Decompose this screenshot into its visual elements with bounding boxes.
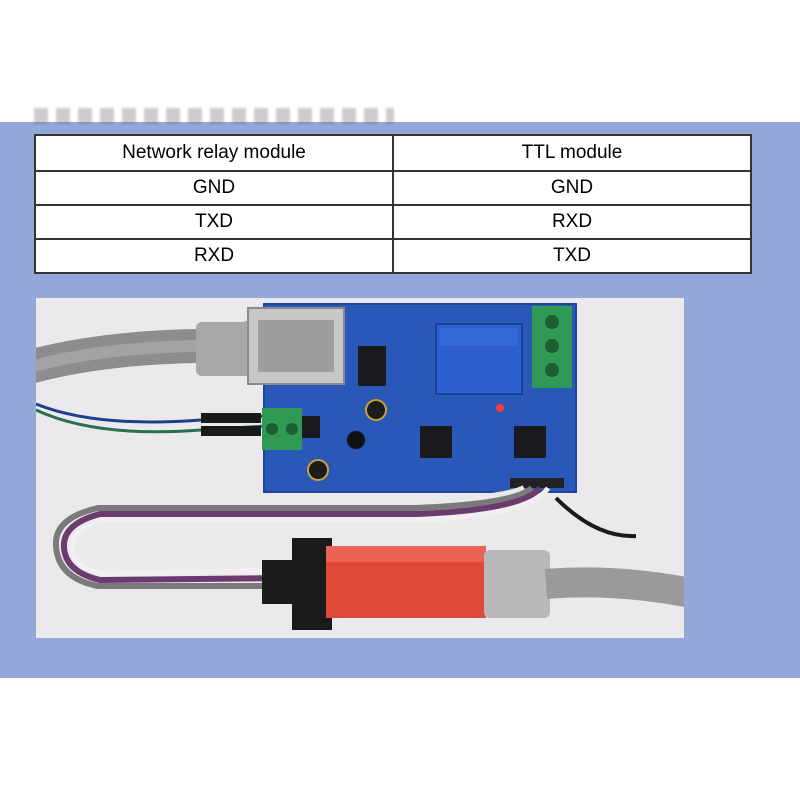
relay-board-photo <box>36 298 684 638</box>
relay-pin-cell: GND <box>34 170 394 206</box>
header-ttl-module: TTL module <box>392 134 752 172</box>
ribbon-wire-white-2 <box>69 486 551 577</box>
terminal-screw <box>545 339 559 353</box>
terminal-screw <box>545 315 559 329</box>
relay-pin-cell: TXD <box>34 204 394 240</box>
microcontroller-chip <box>420 426 452 458</box>
capacitor <box>365 399 387 421</box>
dupont-wire <box>554 496 637 539</box>
ethernet-plug <box>196 322 258 376</box>
ribbon-wire-purple <box>60 485 543 584</box>
ribbon-wire-white <box>44 485 526 597</box>
inductor <box>347 431 365 449</box>
adapter-black-end <box>292 538 332 630</box>
pin-header <box>510 478 564 488</box>
table-header-row: Network relay module TTL module <box>34 134 752 172</box>
table-row: GND GND <box>34 170 752 206</box>
table-row: RXD TXD <box>34 238 752 274</box>
blue-wire <box>36 402 267 424</box>
usb-plug <box>484 550 550 618</box>
green-wire <box>36 408 267 434</box>
adapter-highlight <box>326 546 486 562</box>
dupont-connector-b <box>201 426 261 436</box>
rj45-opening <box>258 320 334 372</box>
ethernet-chip <box>514 426 546 458</box>
dupont-housing <box>262 560 292 604</box>
relay-pin-cell: RXD <box>34 238 394 274</box>
capacitor <box>307 459 329 481</box>
status-led <box>496 404 504 412</box>
usb-cable <box>544 567 684 607</box>
relay-label <box>440 328 518 346</box>
ribbon-wire-gray <box>52 485 534 589</box>
ethernet-cable-highlight <box>36 332 252 372</box>
regulator-chip <box>358 346 386 386</box>
blurred-caption <box>34 108 394 124</box>
ttl-pin-cell: RXD <box>392 204 752 240</box>
small-chip <box>302 416 320 438</box>
table-row: TXD RXD <box>34 204 752 240</box>
terminal-screw <box>286 423 298 435</box>
header-network-relay-module: Network relay module <box>34 134 394 172</box>
pcb-edge <box>263 303 577 493</box>
terminal-screw <box>266 423 278 435</box>
ttl-pin-cell: GND <box>392 170 752 206</box>
photo-illustration <box>36 303 684 630</box>
terminal-screw <box>545 363 559 377</box>
ttl-pin-cell: TXD <box>392 238 752 274</box>
pin-connection-table: Network relay module TTL module GND GND … <box>34 134 752 274</box>
dupont-connector-a <box>201 413 261 423</box>
